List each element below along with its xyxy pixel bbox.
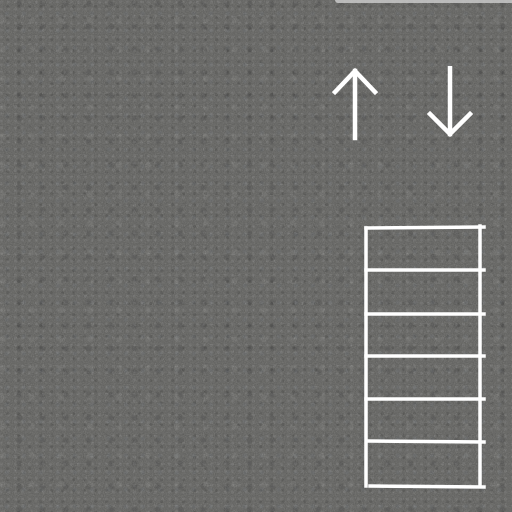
stripe [368, 484, 486, 489]
stripe [366, 439, 486, 444]
arrow-down-icon [426, 66, 474, 138]
arrow-up-icon [331, 67, 379, 141]
stripe [364, 225, 486, 230]
parking-stripes [364, 224, 486, 489]
map-edge [335, 0, 512, 3]
